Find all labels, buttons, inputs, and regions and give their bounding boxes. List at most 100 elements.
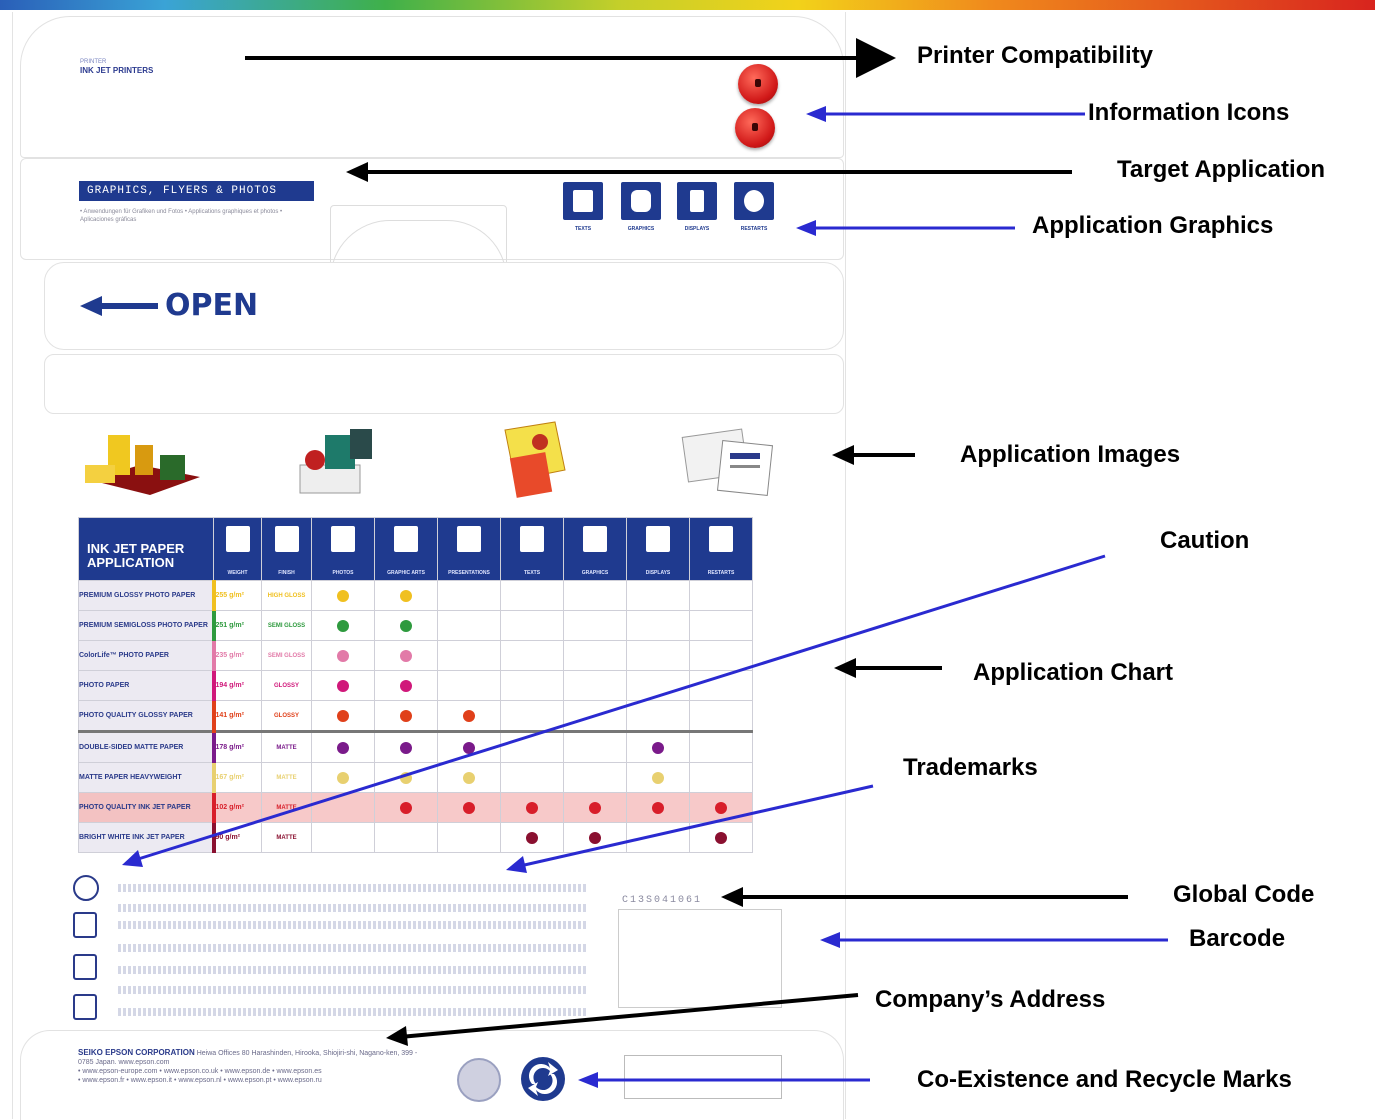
text-doc-icon — [520, 526, 544, 552]
suitability-dot — [400, 801, 412, 814]
graphic-arts-icon — [394, 526, 418, 552]
chart-col-label: GRAPHIC ARTS — [387, 570, 425, 576]
chart-cell — [563, 610, 627, 641]
printer-value: INK JET PRINTERS — [80, 66, 154, 75]
paper-finish: SEMI GLOSS — [261, 610, 312, 641]
chart-cell — [374, 700, 438, 732]
no-bend-icon — [73, 954, 97, 980]
caution-text-line — [118, 966, 588, 974]
chart-cell — [500, 580, 564, 611]
arrow-barcode — [820, 932, 1168, 948]
chart-col-label: PHOTOS — [332, 570, 354, 576]
application-image-documents — [681, 428, 774, 497]
chart-cell — [374, 822, 438, 853]
annotation-application-graphics: Application Graphics — [1032, 212, 1274, 239]
arrow-information-icons — [806, 106, 1085, 122]
chart-cell — [626, 792, 690, 823]
arrow-target-application — [346, 162, 1072, 182]
paper-weight: 194 g/m² — [211, 670, 262, 701]
paper-weight: 167 g/m² — [211, 762, 262, 793]
chart-cell — [626, 731, 690, 763]
chart-col-restarts: RESTARTS — [689, 517, 753, 581]
paper-weight: 102 g/m² — [211, 792, 262, 823]
presentation-icon — [457, 526, 481, 552]
suitability-dot — [652, 801, 664, 814]
suitability-dot — [463, 771, 475, 784]
chart-cell — [374, 731, 438, 763]
caution-icon — [73, 875, 99, 901]
chart-col-photos: PHOTOS — [311, 517, 375, 581]
arrow-application-images — [832, 445, 915, 465]
chart-cell — [311, 610, 375, 641]
suitability-dot — [400, 649, 412, 662]
chart-col-displays: DISPLAYS — [626, 517, 690, 581]
annotation-application-images: Application Images — [960, 441, 1181, 468]
suitability-dot — [337, 679, 349, 692]
printer-label: PRINTER — [80, 59, 107, 65]
arrow-caution — [122, 554, 1106, 867]
caution-text-line — [118, 904, 588, 912]
open-flap-panel — [44, 262, 844, 350]
scale-icon — [225, 526, 250, 552]
paper-name: PREMIUM GLOSSY PHOTO PAPER — [78, 580, 214, 611]
annotation-global-code: Global Code — [1173, 881, 1315, 908]
label-box — [624, 1055, 782, 1099]
chart-col-label: FINISH — [278, 570, 295, 576]
chart-col-weight: WEIGHT — [213, 517, 262, 581]
chart-cell — [689, 610, 753, 641]
caution-text-line — [118, 944, 588, 952]
paper-name: PREMIUM SEMIGLOSS PHOTO PAPER — [78, 610, 214, 641]
bottom-flap-panel — [20, 1030, 844, 1120]
chart-cell — [437, 822, 501, 853]
chart-cell — [689, 822, 753, 853]
chart-cell — [437, 640, 501, 671]
paper-name: BRIGHT WHITE INK JET PAPER — [78, 822, 214, 853]
application-image-photos — [85, 435, 200, 495]
suitability-dot — [400, 619, 412, 632]
blank-flap-panel — [44, 354, 844, 414]
globe-icon — [734, 182, 774, 220]
arrow-recycle-marks — [578, 1072, 870, 1088]
arrow-trademarks — [506, 784, 874, 873]
suitability-dot — [526, 831, 538, 844]
suitability-dot — [589, 831, 601, 844]
paper-name: PHOTO QUALITY INK JET PAPER — [78, 792, 214, 823]
annotation-coexistence-recycle: Co-Existence and Recycle Marks — [917, 1066, 1292, 1093]
chart-col-finish: FINISH — [261, 517, 312, 581]
suitability-dot — [400, 679, 412, 692]
annotation-caution: Caution — [1160, 527, 1250, 554]
chart-cell — [626, 822, 690, 853]
suitability-dot — [652, 741, 664, 754]
suitability-dot — [400, 589, 412, 602]
recycle-mark-icon — [521, 1057, 565, 1101]
application-image-graphics — [299, 429, 372, 494]
paper-name: MATTE PAPER HEAVYWEIGHT — [78, 762, 214, 793]
paper-finish: MATTE — [261, 822, 312, 853]
app-icon-label-graphics: GRAPHICS — [627, 226, 655, 232]
chart-col-label: TEXTS — [523, 570, 541, 576]
chart-col-graphics: GRAPHICS — [563, 517, 627, 581]
chart-cell — [563, 670, 627, 701]
info-icon-top — [738, 64, 778, 104]
chart-col-label: GRAPHICS — [581, 570, 609, 576]
arrow-application-chart — [834, 658, 942, 678]
paper-side-icon — [73, 994, 97, 1020]
arrow-global-code — [721, 887, 1128, 907]
camera-icon — [331, 526, 355, 552]
open-label: OPEN — [165, 288, 259, 323]
barcode-area — [618, 909, 782, 1008]
suitability-dot — [715, 801, 727, 814]
info-icon-bottom — [735, 108, 775, 148]
paper-name: ColorLife™ PHOTO PAPER — [78, 640, 214, 671]
chart-cell — [689, 792, 753, 823]
chart-col-label: WEIGHT — [227, 570, 248, 576]
suitability-dot — [337, 589, 349, 602]
suitability-dot — [400, 741, 412, 754]
chart-cell — [689, 731, 753, 763]
app-icon-label-restarts: RESTARTS — [740, 226, 768, 232]
paper-finish: HIGH GLOSS — [261, 580, 312, 611]
chart-cell — [311, 731, 375, 763]
globe-icon — [709, 526, 733, 552]
